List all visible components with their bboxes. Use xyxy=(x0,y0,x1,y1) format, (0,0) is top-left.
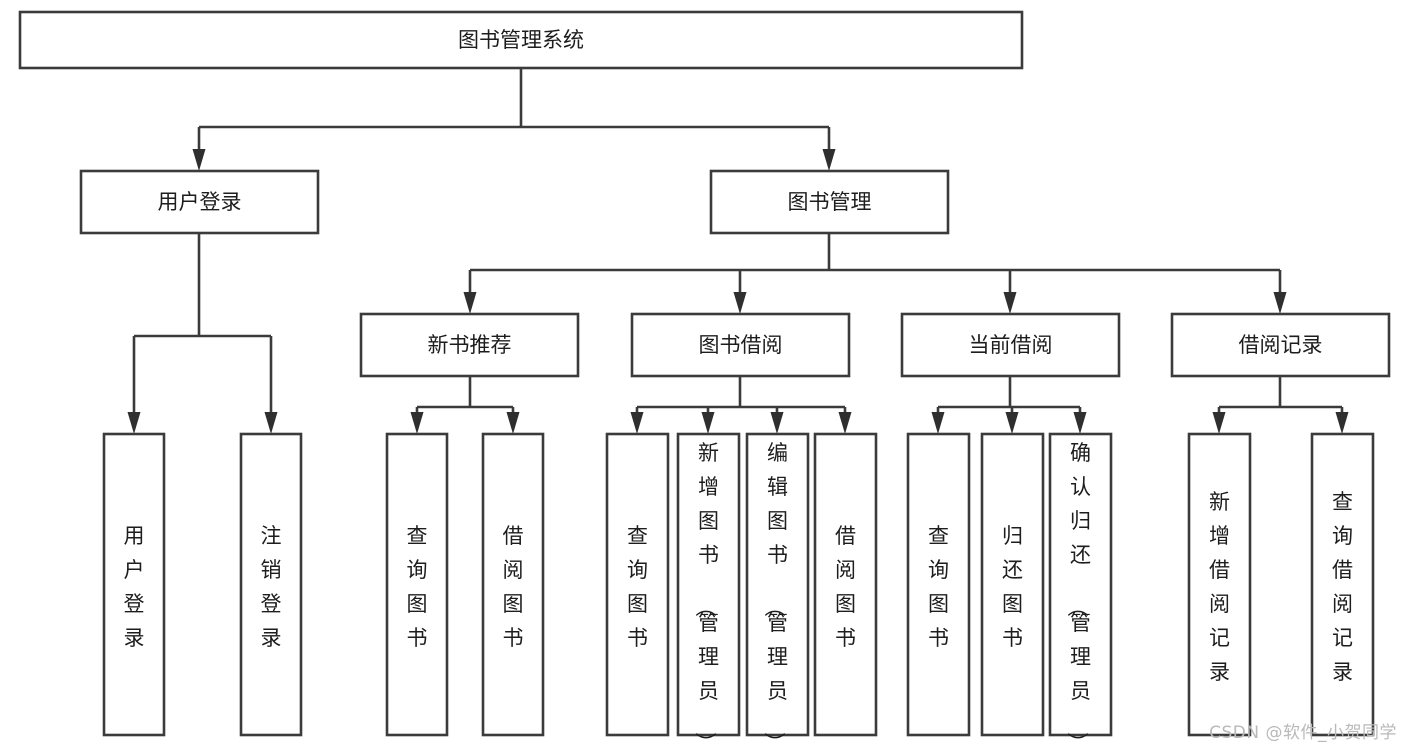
node-label: 注销登录 xyxy=(261,524,282,650)
connectors-layer xyxy=(127,68,1349,434)
arrow-head-icon xyxy=(1212,412,1226,434)
node-box[interactable] xyxy=(239,432,303,737)
node-box[interactable] xyxy=(605,432,670,737)
arrow-head-icon xyxy=(506,412,520,434)
connector-book-manage-bus xyxy=(463,233,1287,314)
node-label: 图书管理 xyxy=(788,190,872,214)
arrow-head-icon xyxy=(1073,412,1087,434)
node-root[interactable]: 图书管理系统 xyxy=(18,10,1024,70)
node-box[interactable] xyxy=(1170,312,1391,378)
node-box[interactable] xyxy=(745,432,810,737)
arrow-head-icon xyxy=(733,292,747,314)
node-box[interactable] xyxy=(1048,432,1113,737)
node-label: 查询图书 xyxy=(928,524,949,650)
node-label: 图书管理系统 xyxy=(458,28,584,52)
node-box[interactable] xyxy=(709,169,950,235)
node-label: 新书推荐 xyxy=(428,333,512,357)
connector-new-book-rec-bus xyxy=(410,376,520,434)
node-leaf-query-book-2[interactable]: 查询图书 xyxy=(605,432,670,737)
connector-borrow-record-bus xyxy=(1212,376,1349,434)
arrow-head-icon xyxy=(192,149,206,171)
node-book-manage[interactable]: 图书管理 xyxy=(709,169,950,235)
node-leaf-query-book-1[interactable]: 查询图书 xyxy=(385,432,449,737)
arrow-head-icon xyxy=(1335,412,1349,434)
arrow-head-icon xyxy=(630,412,644,434)
node-label: 用户登录 xyxy=(158,190,242,214)
node-leaf-return-book[interactable]: 归还图书 xyxy=(980,432,1045,737)
node-label: 编辑图书（管理员） xyxy=(762,441,788,747)
arrow-head-icon xyxy=(463,292,477,314)
node-leaf-confirm-return[interactable]: 确认归还（管理员） xyxy=(1048,432,1113,747)
arrow-head-icon xyxy=(931,412,945,434)
arrow-head-icon xyxy=(822,149,836,171)
node-borrow-record[interactable]: 借阅记录 xyxy=(1170,312,1391,378)
node-label: 新增借阅记录 xyxy=(1209,490,1230,684)
node-box[interactable] xyxy=(18,10,1024,70)
node-leaf-query-book-3[interactable]: 查询图书 xyxy=(906,432,971,737)
node-label: 借阅图书 xyxy=(503,524,524,650)
node-box[interactable] xyxy=(900,312,1121,378)
node-box[interactable] xyxy=(481,432,545,737)
node-leaf-user-login[interactable]: 用户登录 xyxy=(102,432,166,737)
node-label: 借阅图书 xyxy=(835,524,856,650)
arrow-head-icon xyxy=(1003,292,1017,314)
node-leaf-add-record[interactable]: 新增借阅记录 xyxy=(1187,432,1252,737)
arrow-head-icon xyxy=(127,412,141,434)
node-label: 查询借阅记录 xyxy=(1332,490,1353,684)
node-leaf-query-record[interactable]: 查询借阅记录 xyxy=(1310,432,1375,737)
connector-current-borrow-bus xyxy=(931,376,1087,434)
node-label: 确认归还（管理员） xyxy=(1065,441,1091,747)
node-new-book-rec[interactable]: 新书推荐 xyxy=(359,312,580,378)
node-label: 用户登录 xyxy=(124,524,145,650)
node-label: 查询图书 xyxy=(627,524,648,650)
node-box[interactable] xyxy=(1187,432,1252,737)
node-book-borrow[interactable]: 图书借阅 xyxy=(630,312,851,378)
node-box[interactable] xyxy=(980,432,1045,737)
arrow-head-icon xyxy=(770,412,784,434)
node-box[interactable] xyxy=(79,169,320,235)
node-label: 查询图书 xyxy=(407,524,428,650)
node-leaf-edit-book[interactable]: 编辑图书（管理员） xyxy=(745,432,810,747)
node-box[interactable] xyxy=(906,432,971,737)
node-label: 图书借阅 xyxy=(699,333,783,357)
node-leaf-logout[interactable]: 注销登录 xyxy=(239,432,303,737)
node-leaf-add-book[interactable]: 新增图书（管理员） xyxy=(676,432,741,747)
node-leaf-borrow-book-1[interactable]: 借阅图书 xyxy=(481,432,545,737)
node-box[interactable] xyxy=(1310,432,1375,737)
arrow-head-icon xyxy=(264,412,278,434)
node-user-login[interactable]: 用户登录 xyxy=(79,169,320,235)
csdn-watermark: CSDN @软件_小贺同学 xyxy=(1209,723,1397,743)
node-box[interactable] xyxy=(676,432,741,737)
node-box[interactable] xyxy=(359,312,580,378)
arrow-head-icon xyxy=(1273,292,1287,314)
node-label: 当前借阅 xyxy=(969,333,1053,357)
arrow-head-icon xyxy=(701,412,715,434)
node-label: 借阅记录 xyxy=(1239,333,1323,357)
nodes-layer: 图书管理系统用户登录图书管理新书推荐图书借阅当前借阅借阅记录用户登录注销登录查询… xyxy=(18,10,1391,747)
node-box[interactable] xyxy=(813,432,878,737)
node-box[interactable] xyxy=(102,432,166,737)
arrow-head-icon xyxy=(1005,412,1019,434)
connector-book-borrow-bus xyxy=(630,376,852,434)
node-box[interactable] xyxy=(385,432,449,737)
node-label: 归还图书 xyxy=(1002,524,1023,650)
connector-root-bus xyxy=(192,68,836,171)
node-box[interactable] xyxy=(630,312,851,378)
arrow-head-icon xyxy=(838,412,852,434)
arrow-head-icon xyxy=(410,412,424,434)
node-label: 新增图书（管理员） xyxy=(693,441,719,747)
node-leaf-borrow-book-2[interactable]: 借阅图书 xyxy=(813,432,878,737)
node-current-borrow[interactable]: 当前借阅 xyxy=(900,312,1121,378)
connector-user-login-bus xyxy=(127,233,278,434)
